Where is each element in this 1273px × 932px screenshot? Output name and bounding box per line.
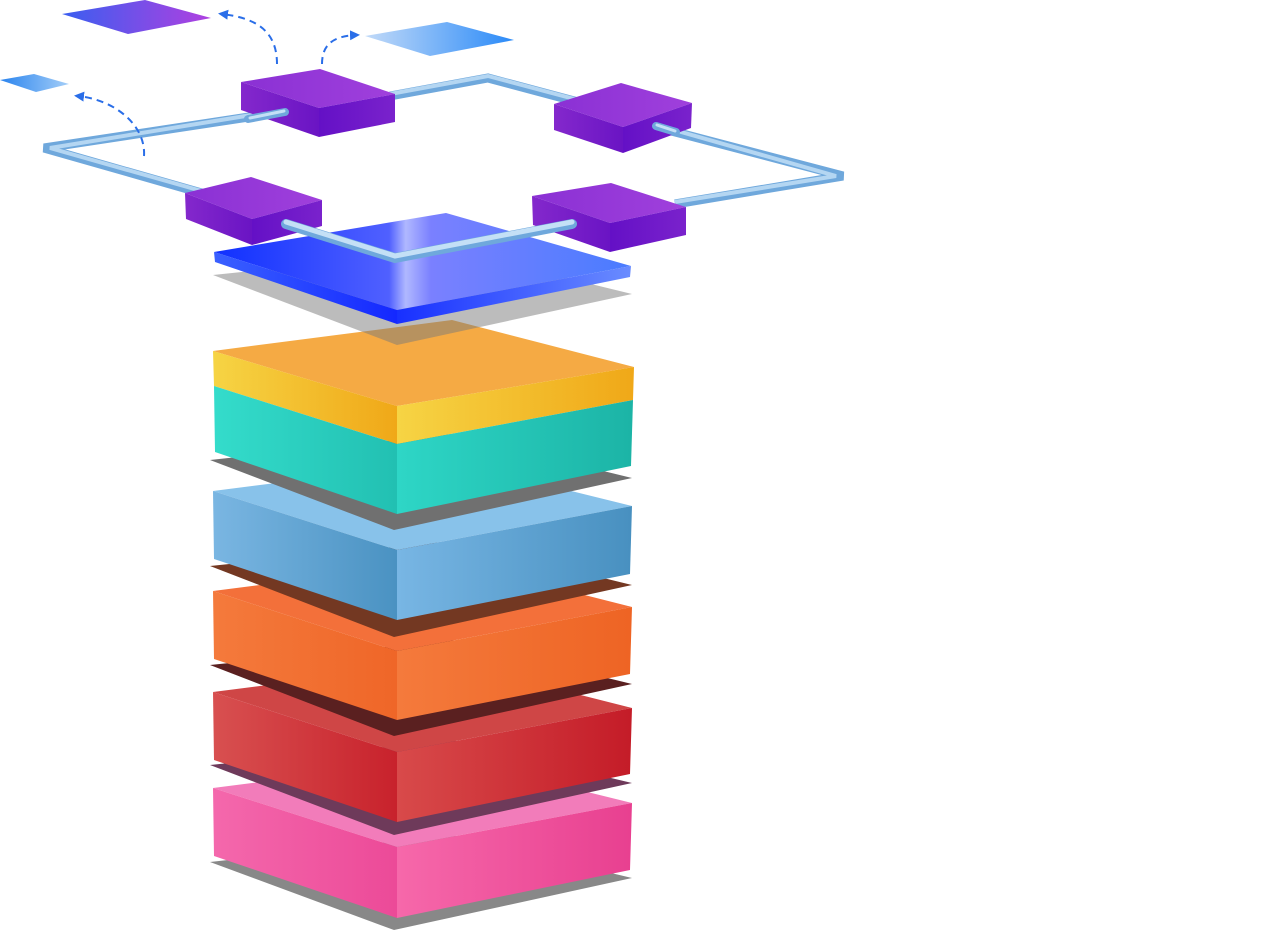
layer-blue-left [213, 491, 397, 620]
ring-node-top-connector-hl [248, 109, 286, 120]
tile-light-blue [365, 22, 514, 56]
node-front-face [532, 183, 686, 223]
node-left [185, 177, 322, 245]
layer-glass-right-edge [397, 266, 631, 324]
node-top-right [319, 94, 395, 137]
node-right-face [554, 83, 692, 127]
ring-right-segment [658, 123, 845, 209]
ring-top-segment-highlight [389, 73, 579, 102]
layer-red-right [397, 708, 632, 822]
layer-teal-left [214, 386, 397, 514]
arrow-to-tile-purple [218, 9, 278, 65]
arrow-to-tile-small-blue [74, 91, 146, 157]
node-top-face [241, 69, 395, 108]
layer-red-left [213, 692, 397, 822]
ring-front-segment-highlight [283, 219, 575, 259]
ring-front [244, 108, 680, 264]
node-left-left [185, 193, 252, 245]
tile-purple [62, 0, 211, 34]
ring-node-right-connector-hl [655, 123, 677, 133]
ring-back-segment-highlight [49, 108, 283, 194]
node-right-left [554, 104, 623, 153]
layer-blue-right [397, 506, 632, 620]
node-right [554, 83, 692, 153]
node-left-face [185, 177, 322, 219]
layer-teal-gold [210, 320, 634, 530]
layer-gold-top [213, 320, 634, 406]
node-top [241, 69, 395, 137]
layer-pink-right [397, 803, 632, 918]
arrow-to-tile-light-blue [321, 30, 360, 65]
network-ring [42, 73, 845, 209]
layer-orange-right [397, 607, 632, 720]
node-front-right [610, 207, 686, 252]
layer-pink-left [213, 788, 397, 918]
tile-small-blue [0, 74, 69, 92]
layer-teal-right [397, 400, 633, 514]
node-front [532, 183, 686, 252]
layer-glass-left-edge [214, 252, 397, 324]
layer-orange-left [213, 591, 397, 720]
ring-right-segment-highlight [659, 124, 837, 204]
layer-gold-left [213, 351, 397, 444]
layer-gold-right [397, 367, 634, 444]
